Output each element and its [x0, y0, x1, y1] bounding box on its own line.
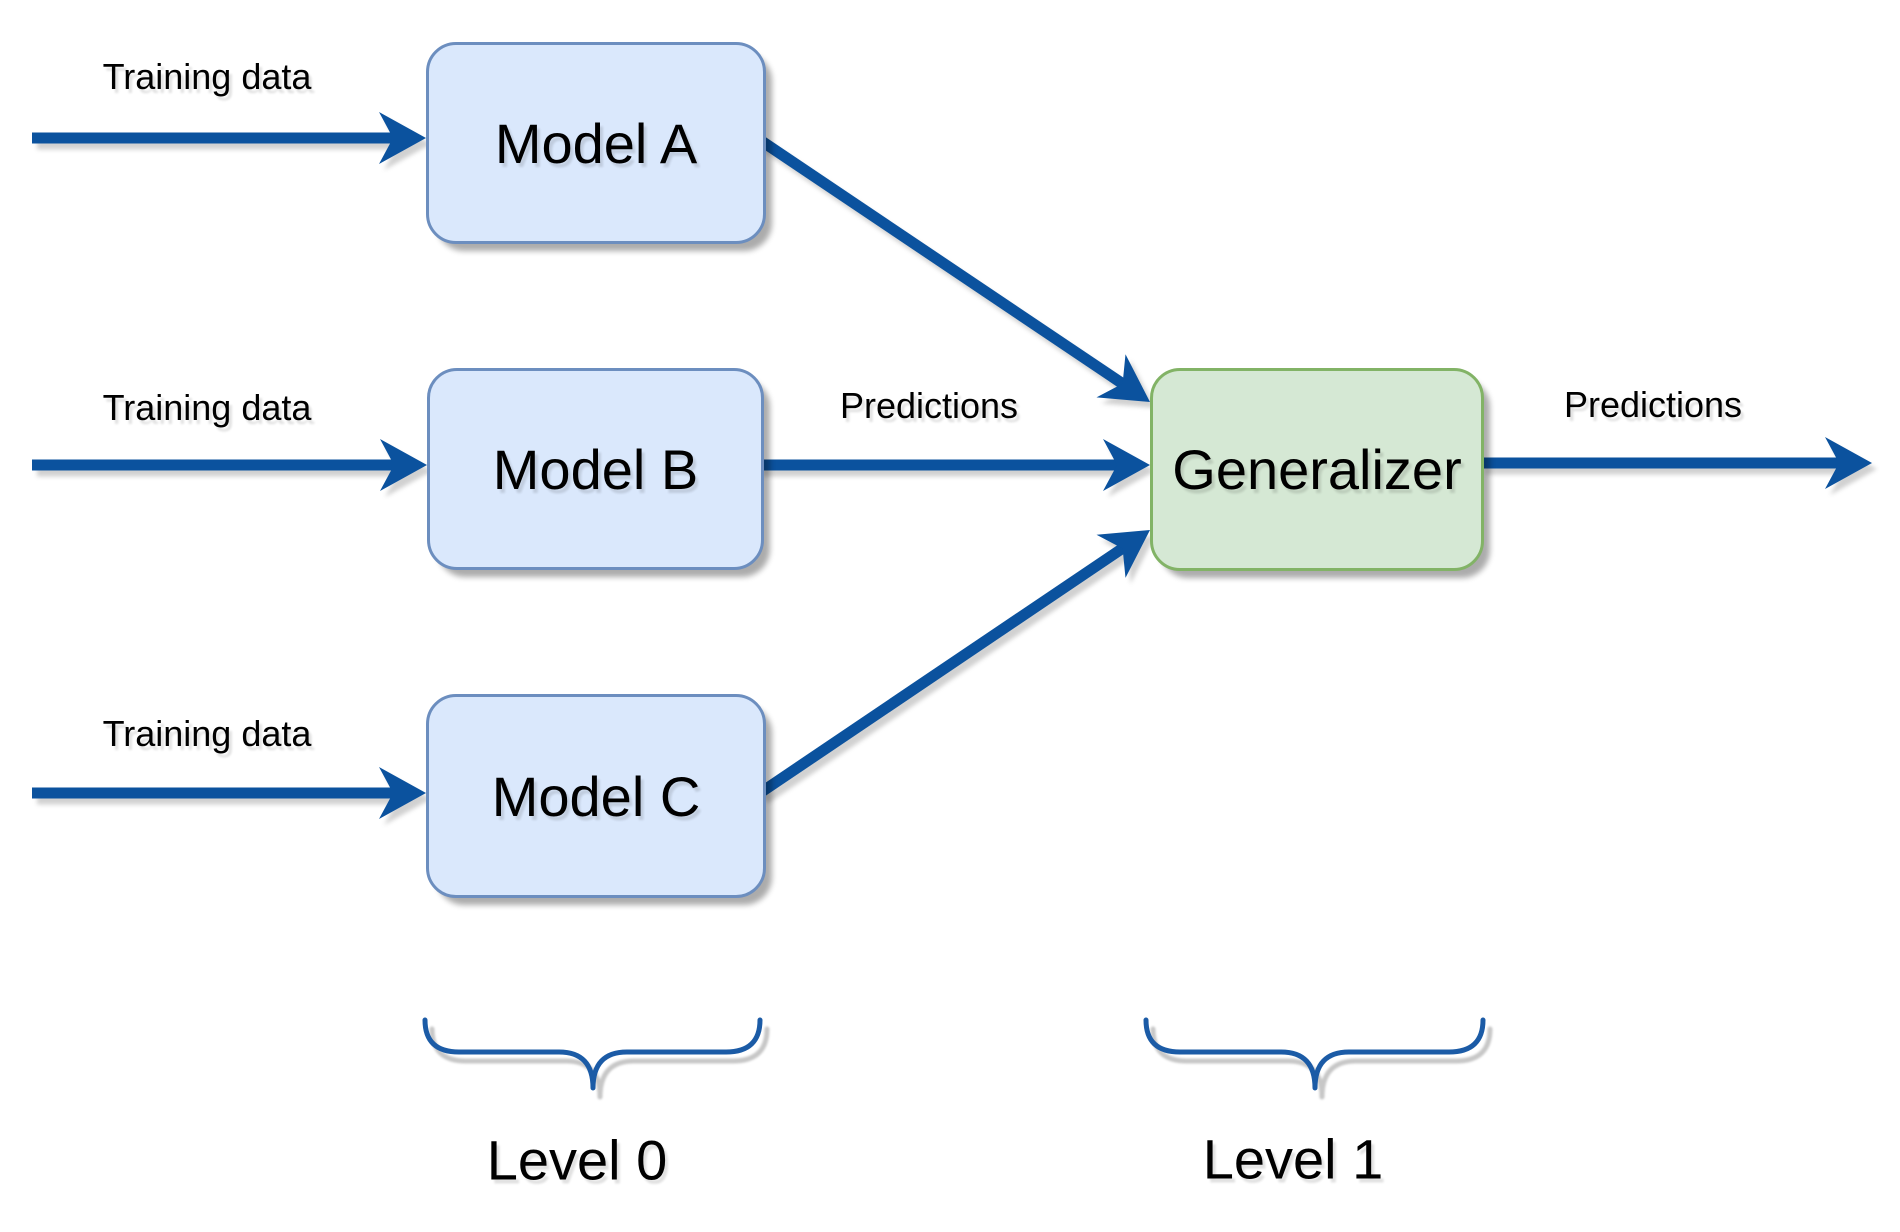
- training-data-label-b: Training data: [102, 387, 312, 428]
- arrow-training-to-model-b: [32, 439, 427, 491]
- level-1-brace: [1143, 1017, 1486, 1091]
- model-c-label: Model C: [491, 764, 701, 828]
- generalizer-node: Generalizer: [1150, 368, 1484, 571]
- arrow-training-to-model-c: [32, 767, 426, 819]
- model-c-node: Model C: [426, 694, 766, 898]
- arrow-training-to-model-a: [32, 112, 426, 164]
- model-a-node: Model A: [426, 42, 766, 244]
- predictions-label-out: Predictions: [1563, 384, 1743, 425]
- generalizer-label: Generalizer: [1172, 438, 1462, 501]
- training-data-label-c: Training data: [102, 713, 312, 754]
- model-b-node: Model B: [427, 368, 764, 570]
- model-a-label: Model A: [494, 111, 698, 175]
- level-1-label: Level 1: [1202, 1127, 1384, 1191]
- arrow-model-b-to-generalizer: [758, 439, 1150, 491]
- arrow-generalizer-output: [1481, 437, 1872, 489]
- training-data-label-a: Training data: [102, 56, 312, 97]
- level-0-brace: [422, 1017, 763, 1091]
- arrow-model-a-to-generalizer: [756, 135, 1150, 402]
- predictions-label-mid: Predictions: [839, 385, 1019, 426]
- level-0-label: Level 0: [486, 1128, 668, 1192]
- arrow-model-c-to-generalizer: [756, 530, 1150, 798]
- model-b-label: Model B: [492, 437, 699, 501]
